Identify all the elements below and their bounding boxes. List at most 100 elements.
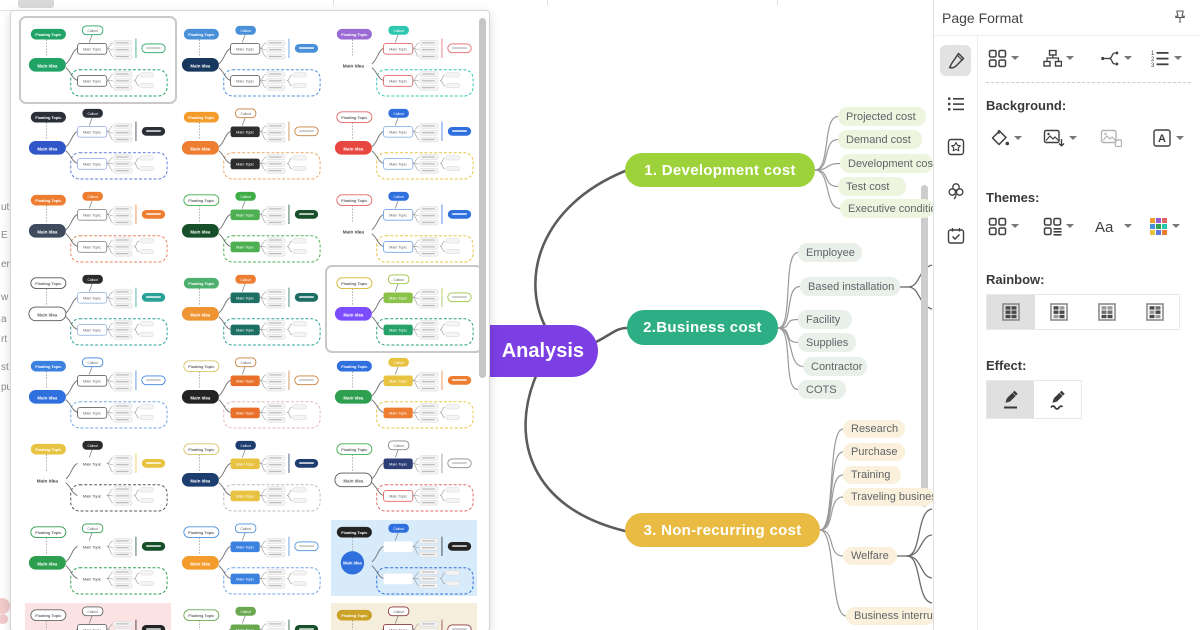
background-image-dropdown[interactable] (1043, 126, 1077, 150)
pin-icon[interactable] (1172, 9, 1188, 25)
svg-text:Floating Topic: Floating Topic (341, 32, 368, 37)
svg-text:Main Topic: Main Topic (389, 463, 407, 467)
tab-format-brush[interactable] (940, 45, 971, 76)
mindmap-main-topic[interactable]: Analysis (488, 325, 598, 377)
background-image-remove[interactable] (1100, 126, 1122, 150)
mindmap-subtopic[interactable]: Facility (798, 310, 852, 329)
mindmap-subtopic[interactable]: Test cost (838, 177, 906, 196)
effect-handdrawn-button[interactable] (1034, 381, 1081, 418)
mindmap-branch-topic[interactable]: 3. Non-recurring cost (625, 513, 820, 547)
tab-task-calendar[interactable] (940, 220, 971, 251)
occluded-text-fragment: a (1, 314, 7, 325)
tab-clover[interactable] (940, 175, 971, 206)
canvas-vertical-scrollbar[interactable] (921, 185, 928, 507)
mindmap-subtopic[interactable]: COTS (798, 380, 846, 399)
svg-text:Callout: Callout (88, 195, 98, 199)
rainbow-option-button[interactable] (1083, 295, 1131, 329)
svg-text:Main Topic: Main Topic (236, 578, 254, 582)
background-fill-dropdown[interactable] (990, 126, 1022, 150)
svg-text:Floating Topic: Floating Topic (188, 115, 215, 120)
svg-text:Main Idea: Main Idea (343, 478, 364, 483)
mindmap-subtopic[interactable]: Training (843, 466, 901, 484)
theme-layout-dropdown[interactable] (1043, 214, 1074, 238)
background-watermark-dropdown[interactable]: A (1152, 126, 1184, 150)
mindmap-branch-topic[interactable]: 1. Development cost (625, 153, 815, 187)
mindmap-branch-topic[interactable]: 2.Business cost (627, 310, 778, 345)
theme-font-dropdown[interactable]: Aa (1094, 214, 1132, 238)
mindmap-subtopic[interactable]: Development cost (840, 154, 933, 173)
mindmap-subtopic[interactable]: Executive conditio (840, 199, 933, 218)
color-palette-icon (1150, 217, 1167, 235)
theme-color-dropdown[interactable] (1149, 214, 1180, 238)
connector-style-dropdown[interactable] (1100, 46, 1132, 70)
mindmap-subtopic[interactable]: Contractor (803, 357, 867, 376)
svg-text:Main Idea: Main Idea (190, 229, 211, 234)
mindmap-subtopic[interactable]: Purchase (843, 443, 905, 461)
mindmap-canvas[interactable]: Analysis 1. Development cost Projected cos… (488, 10, 933, 630)
shape-style-dropdown[interactable] (988, 46, 1019, 70)
svg-text:Aa: Aa (1095, 219, 1114, 236)
svg-text:Main Topic: Main Topic (83, 80, 101, 84)
svg-text:Main Idea: Main Idea (190, 312, 211, 317)
tab-stamp[interactable] (940, 131, 971, 162)
tab-outline-list[interactable] (940, 88, 971, 119)
gallery-scrollbar[interactable] (479, 18, 486, 378)
background-artifact (0, 598, 10, 614)
mindmap-subtopic[interactable]: Employee (798, 243, 862, 262)
effect-normal-button[interactable] (987, 381, 1034, 418)
svg-text:Main Topic: Main Topic (83, 163, 101, 167)
svg-text:Floating Topic: Floating Topic (341, 198, 368, 203)
mindmap-subtopic[interactable]: Traveling busines (843, 488, 933, 506)
theme-gallery-dropdown[interactable] (988, 214, 1019, 238)
svg-text:Callout: Callout (394, 29, 404, 33)
toolbar-button-partial[interactable] (18, 0, 54, 8)
mindmap-subtopic[interactable]: Projected cost (838, 107, 926, 126)
svg-text:Main Topic: Main Topic (389, 246, 407, 250)
svg-text:Main Topic: Main Topic (83, 131, 101, 135)
svg-text:Main Topic: Main Topic (236, 48, 254, 52)
mindmap-subtopic[interactable]: Supplies (798, 333, 856, 352)
svg-text:Main Topic: Main Topic (236, 412, 254, 416)
layout-dropdown[interactable] (1043, 46, 1074, 70)
rainbow-option-button[interactable] (1035, 295, 1083, 329)
rainbow-option-button[interactable] (987, 295, 1035, 329)
occluded-text-fragment: st (1, 362, 9, 373)
mindmap-subtopic[interactable]: Demand cost (838, 130, 922, 149)
svg-text:Main Topic: Main Topic (83, 629, 101, 630)
svg-text:Main Idea: Main Idea (37, 395, 58, 400)
mindmap-subtopic[interactable]: Based installation (800, 277, 900, 296)
panel-content: 1 2 3 Background: (986, 36, 1200, 630)
mindmap-subtopic[interactable]: Research (843, 420, 905, 438)
rainbow-option-button[interactable] (1131, 295, 1179, 329)
numbering-dropdown[interactable]: 1 2 3 (1150, 46, 1182, 70)
mindmap-subtopic[interactable]: Welfare (843, 547, 897, 565)
list-icon (947, 97, 964, 110)
occluded-text-fragment: er (1, 259, 10, 270)
mindmap-subtopic[interactable]: Business interru (846, 607, 933, 625)
